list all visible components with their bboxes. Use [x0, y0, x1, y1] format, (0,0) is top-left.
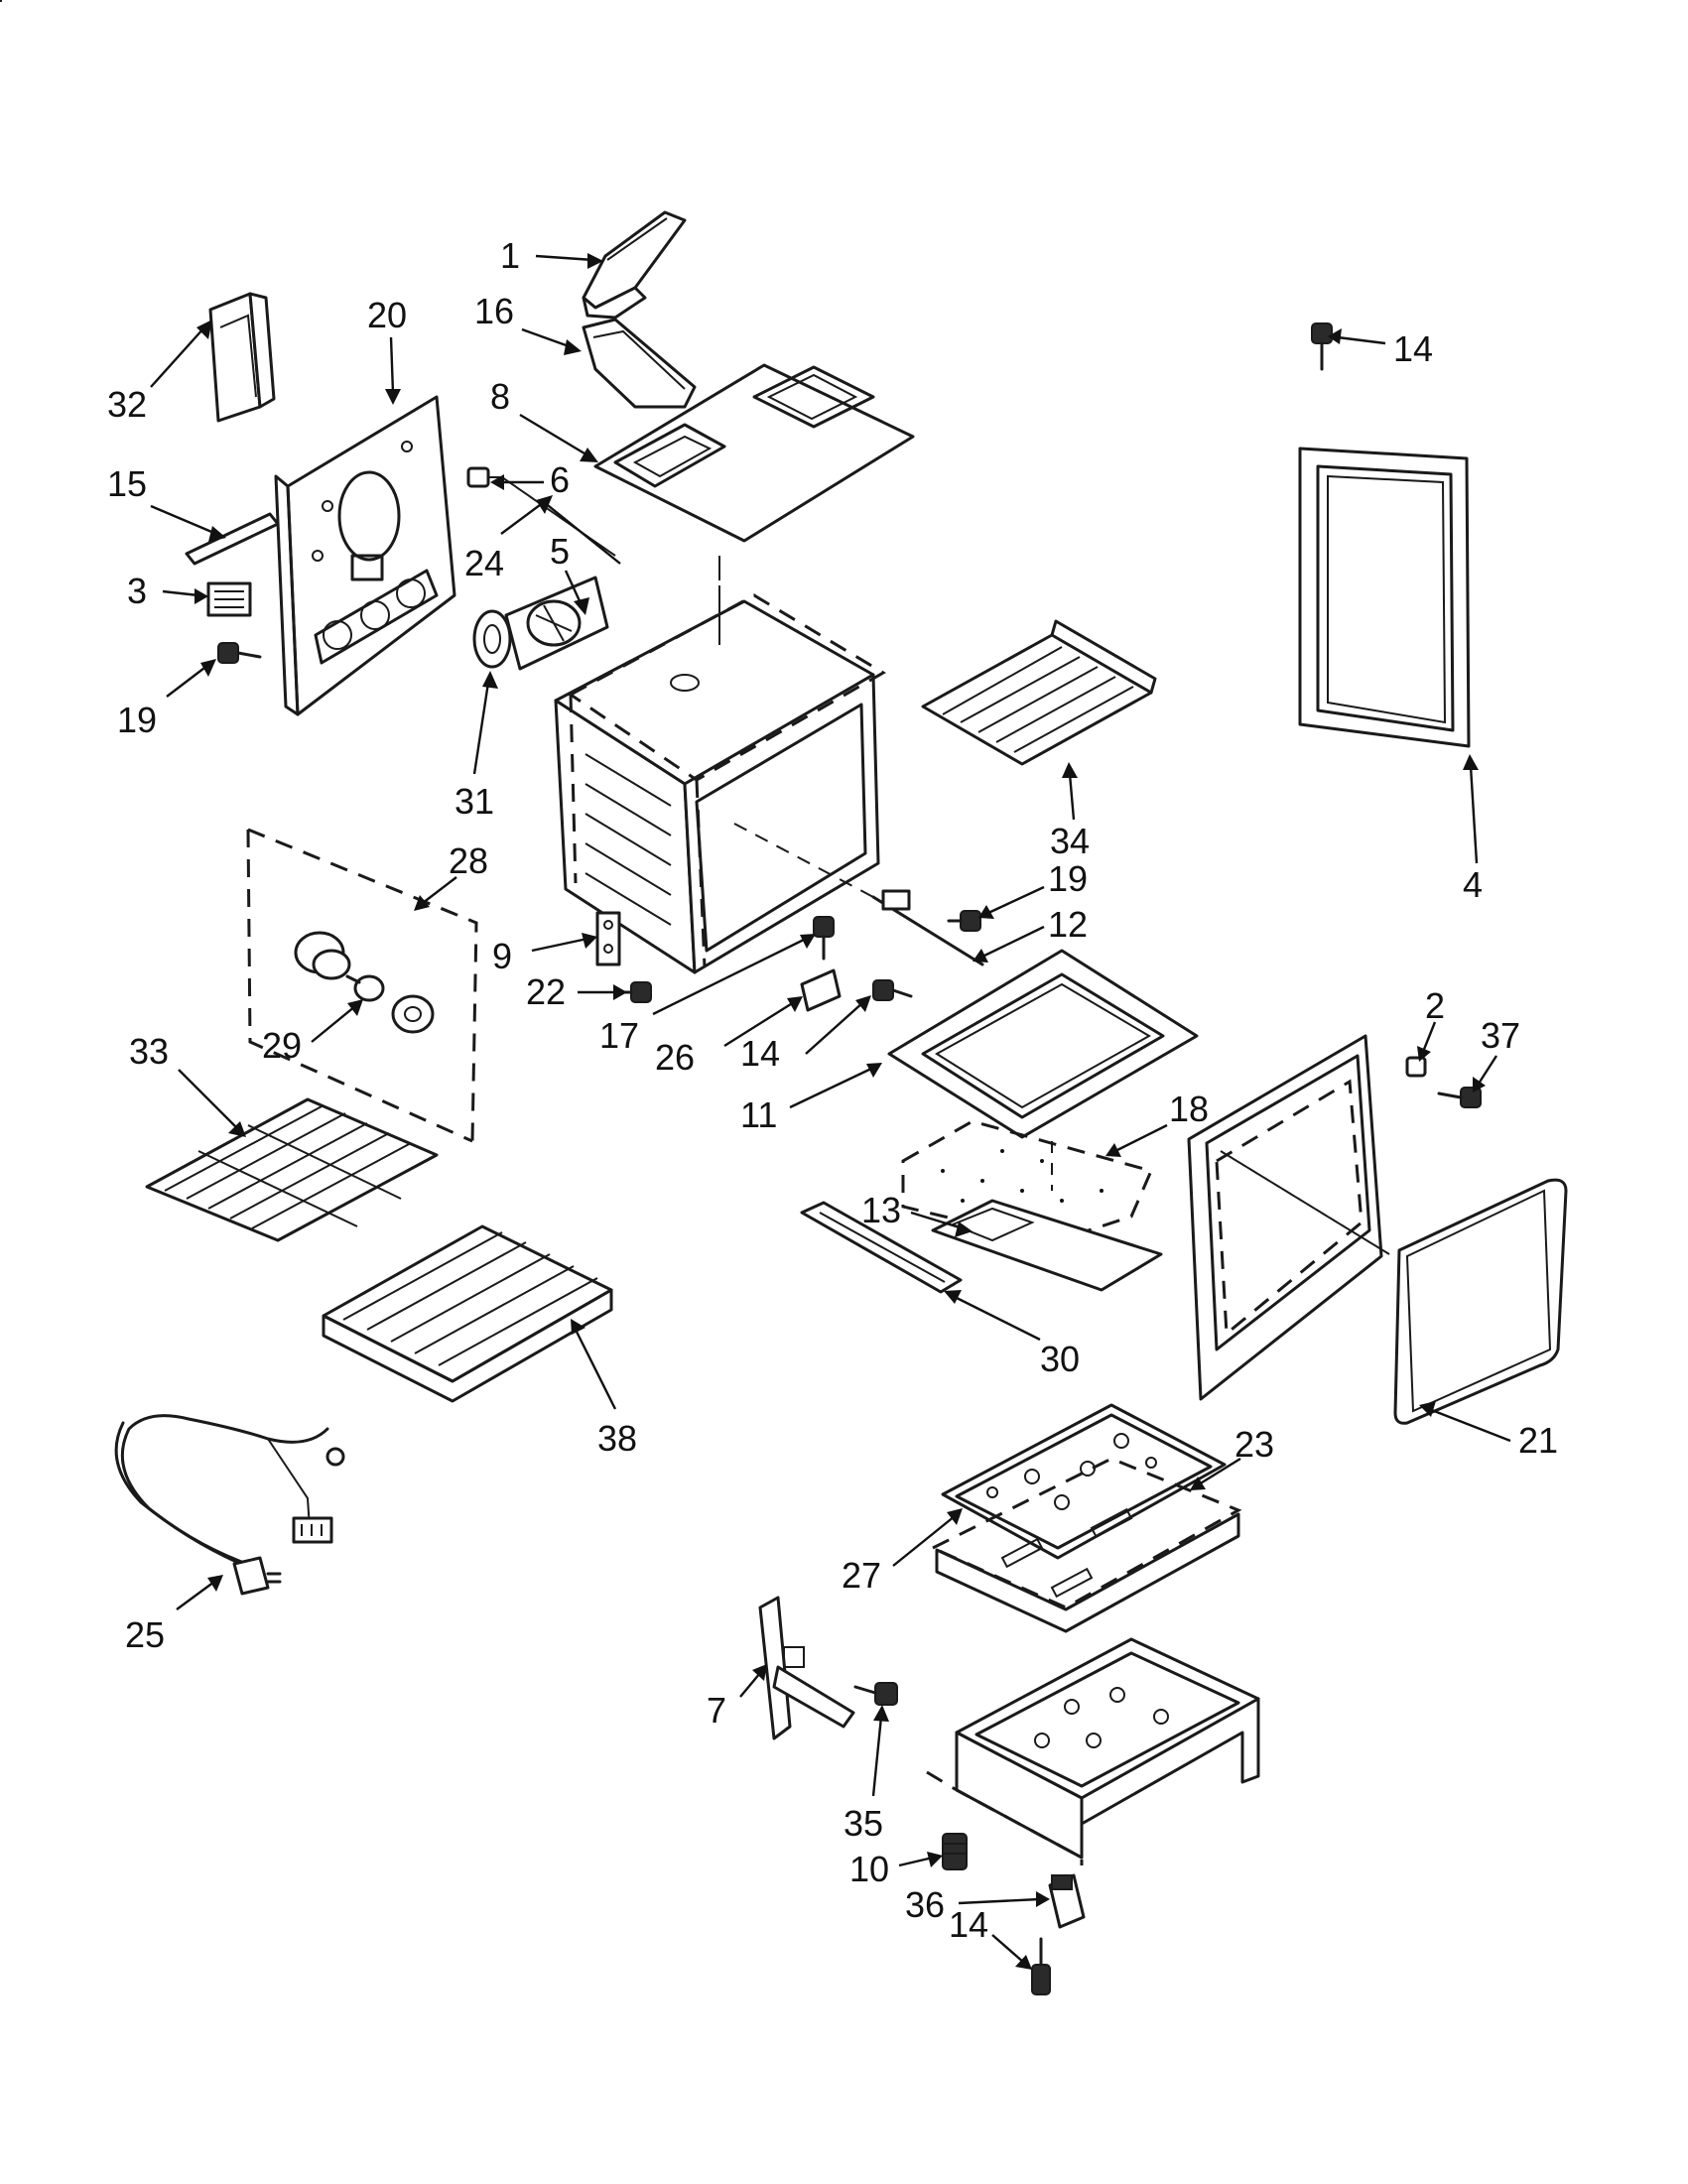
callout-34: 34: [1050, 821, 1090, 861]
part-10-leveling-leg[interactable]: [942, 1833, 968, 1870]
part-34-oven-rack[interactable]: [921, 619, 1157, 766]
callout-38: 38: [597, 1418, 637, 1459]
callout-5: 5: [550, 531, 570, 572]
callout-19a: 19: [117, 700, 157, 740]
leader-lines: [150, 253, 1511, 1970]
callout-22: 22: [526, 971, 566, 1012]
part-7-bracket[interactable]: [758, 1596, 855, 1740]
oven-rack-slots: [584, 753, 672, 926]
insulation-dots: [941, 1149, 1104, 1203]
part-16-vent-baffle[interactable]: [582, 318, 697, 409]
callout-9: 9: [492, 936, 512, 976]
part-23-bottom-panel[interactable]: [929, 1457, 1242, 1633]
callout-16: 16: [474, 291, 514, 331]
callout-33: 33: [129, 1031, 169, 1072]
part-21-door-gasket[interactable]: [1393, 1178, 1568, 1425]
callout-37: 37: [1481, 1015, 1520, 1056]
part-5-fan-assembly[interactable]: [504, 576, 609, 671]
callout-12: 12: [1048, 904, 1088, 945]
part-37-screw[interactable]: [1437, 1087, 1482, 1108]
part-38-roller-rack[interactable]: [322, 1224, 613, 1403]
part-30-vent-trim[interactable]: [800, 1201, 963, 1294]
callout-25: 25: [125, 1614, 165, 1655]
callout-29: 29: [262, 1025, 302, 1066]
part-20-rear-panel[interactable]: [274, 395, 456, 716]
part-18-insulation[interactable]: [901, 1119, 1154, 1244]
callout-7: 7: [707, 1690, 726, 1731]
callout-4: 4: [1463, 864, 1483, 905]
part-29-light-bulb[interactable]: [294, 931, 435, 1034]
callout-32: 32: [107, 384, 147, 425]
part-12-temperature-sensor[interactable]: [733, 823, 984, 966]
part-36-leg-bracket[interactable]: [1048, 1873, 1086, 1929]
lower-frame-holes: [1034, 1687, 1169, 1748]
part-6-bushing[interactable]: [466, 466, 616, 557]
callout-27: 27: [842, 1555, 881, 1596]
callout-19b: 19: [1048, 858, 1088, 899]
callout-31: 31: [454, 781, 494, 822]
callout-30: 30: [1040, 1339, 1080, 1379]
callout-23: 23: [1234, 1424, 1274, 1465]
part-1-vent-duct[interactable]: [582, 210, 687, 320]
callout-26: 26: [655, 1037, 695, 1078]
part-14-screw-top[interactable]: [1311, 322, 1333, 371]
callout-13: 13: [861, 1190, 901, 1230]
callout-10: 10: [849, 1849, 889, 1889]
callout-24: 24: [464, 543, 504, 583]
callout-36: 36: [905, 1884, 945, 1925]
callout-15: 15: [107, 463, 147, 504]
callout-14b: 14: [740, 1033, 780, 1074]
callout-3: 3: [127, 571, 147, 611]
callout-18: 18: [1169, 1089, 1209, 1129]
callout-6: 6: [550, 459, 570, 500]
callout-14a: 14: [1393, 328, 1433, 369]
part-14-screw-middle[interactable]: [872, 979, 913, 1001]
callout-labels: 1 16 8 20 32 15 6 24 5 3 19 31 14 4 34 1…: [107, 235, 1558, 1945]
part-14-screw-bottom[interactable]: [1031, 1937, 1051, 1995]
part-17-screw[interactable]: [813, 916, 835, 961]
panel-23-slots: [1000, 1507, 1133, 1599]
part-3-terminal-block[interactable]: [206, 581, 252, 617]
part-13-insulation-lower[interactable]: [931, 1199, 1163, 1292]
callout-20: 20: [367, 295, 407, 335]
oven-door-outer[interactable]: [1187, 1034, 1390, 1401]
part-15-rail[interactable]: [185, 512, 280, 566]
callout-35: 35: [844, 1803, 883, 1844]
tray-27-holes: [986, 1433, 1157, 1510]
part-8-top-panel[interactable]: [0, 0, 915, 543]
part-2-spacer[interactable]: [1405, 1056, 1427, 1078]
callout-2: 2: [1425, 985, 1445, 1026]
callout-21: 21: [1518, 1420, 1558, 1461]
callout-11: 11: [740, 1094, 777, 1135]
part-35-screw[interactable]: [853, 1682, 898, 1706]
part-32-bracket[interactable]: [208, 292, 276, 423]
rack-34-wires: [942, 646, 1134, 753]
oven-cavity[interactable]: [554, 556, 886, 974]
part-19-screw-left[interactable]: [217, 642, 262, 664]
callout-1: 1: [500, 235, 520, 276]
rack-38-wires: [342, 1231, 598, 1366]
part-19-screw-middle[interactable]: [947, 910, 981, 932]
part-27-bottom-tray[interactable]: [941, 1403, 1227, 1560]
part-31-fan-blade[interactable]: [472, 609, 512, 669]
part-28-light-assembly-box[interactable]: [246, 828, 478, 1143]
callout-17: 17: [599, 1015, 639, 1056]
callout-14c: 14: [949, 1904, 988, 1945]
lower-body-frame[interactable]: [926, 1637, 1260, 1865]
part-9-hinge-receiver[interactable]: [595, 911, 621, 966]
rack-33-wires: [164, 1104, 412, 1229]
part-25-power-cord[interactable]: [114, 1414, 345, 1596]
callout-28: 28: [449, 840, 488, 881]
part-4-door-frame[interactable]: [1298, 447, 1471, 748]
part-33-oven-rack[interactable]: [145, 1097, 439, 1242]
callout-8: 8: [490, 376, 510, 417]
part-11-door-inner-panel[interactable]: [887, 949, 1199, 1191]
part-26-clip[interactable]: [800, 968, 842, 1012]
